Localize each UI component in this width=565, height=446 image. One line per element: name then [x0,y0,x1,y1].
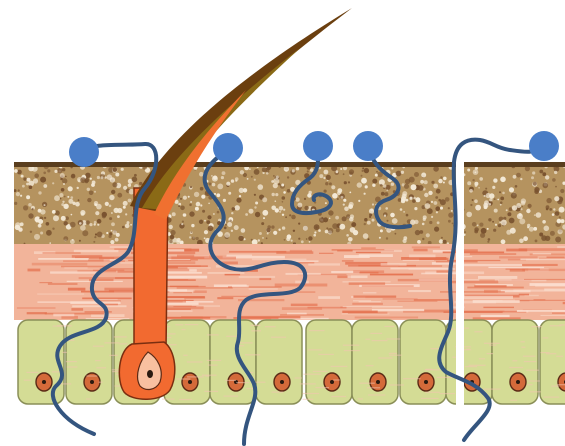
nucleolus [376,380,380,384]
dermis-layer [14,244,565,320]
nucleolus [280,380,284,384]
nucleolus [516,380,520,384]
receptor-dot [529,131,559,161]
stratum-corneum-layer [14,163,565,246]
nucleolus [188,380,192,384]
basal-cell [352,320,398,404]
skin-gap-right [456,160,464,408]
basal-cell [306,320,352,404]
papilla-nucleus [147,370,153,378]
receptor-endings [69,131,559,167]
receptor-dot [353,131,383,161]
receptor-dot [303,131,333,161]
skin-gap-left [0,160,14,420]
basal-cell [256,320,302,404]
nucleolus [424,380,428,384]
receptor-dot [213,133,243,163]
skin-surface-line [14,162,565,167]
basal-cell [540,320,565,404]
receptor-dot [69,137,99,167]
nucleolus [42,380,46,384]
nucleolus [90,380,94,384]
basal-cell [446,320,492,404]
